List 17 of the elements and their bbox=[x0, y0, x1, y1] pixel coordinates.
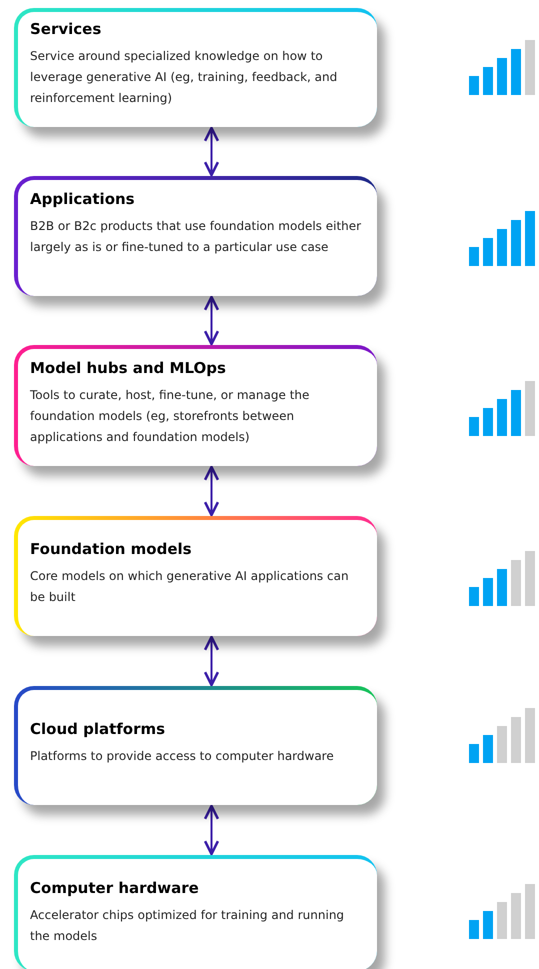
double-arrow bbox=[204, 804, 220, 856]
double-arrow bbox=[204, 636, 220, 686]
double-arrow bbox=[204, 296, 220, 346]
layer-title: Model hubs and MLOps bbox=[30, 359, 227, 377]
double-arrow bbox=[204, 466, 220, 516]
layer-description: Core models on which generative AI applications can be built bbox=[30, 568, 350, 606]
layer-description: Accelerator chips optimized for training and running the models bbox=[30, 907, 346, 945]
layer-description: B2B or B2c products that use foundation models either largely as is or fine-tuned to a particular use case bbox=[30, 218, 362, 256]
layer-title: Computer hardware bbox=[30, 879, 200, 897]
layer-title: Services bbox=[30, 20, 102, 38]
layer-description: Tools to curate, host, fine-tune, or manage the foundation models (eg, storefronts between applications and foundation models) bbox=[30, 387, 310, 446]
layer-description: Platforms to provide access to computer hardware bbox=[30, 748, 335, 765]
layer-description: Service around specialized knowledge on how to leverage generative AI (eg, training, feedback, and reinforcement learning) bbox=[30, 48, 338, 107]
layer-title: Cloud platforms bbox=[30, 720, 166, 738]
layer-title: Foundation models bbox=[30, 540, 193, 558]
layer-title: Applications bbox=[30, 190, 136, 208]
double-arrow bbox=[204, 126, 220, 176]
